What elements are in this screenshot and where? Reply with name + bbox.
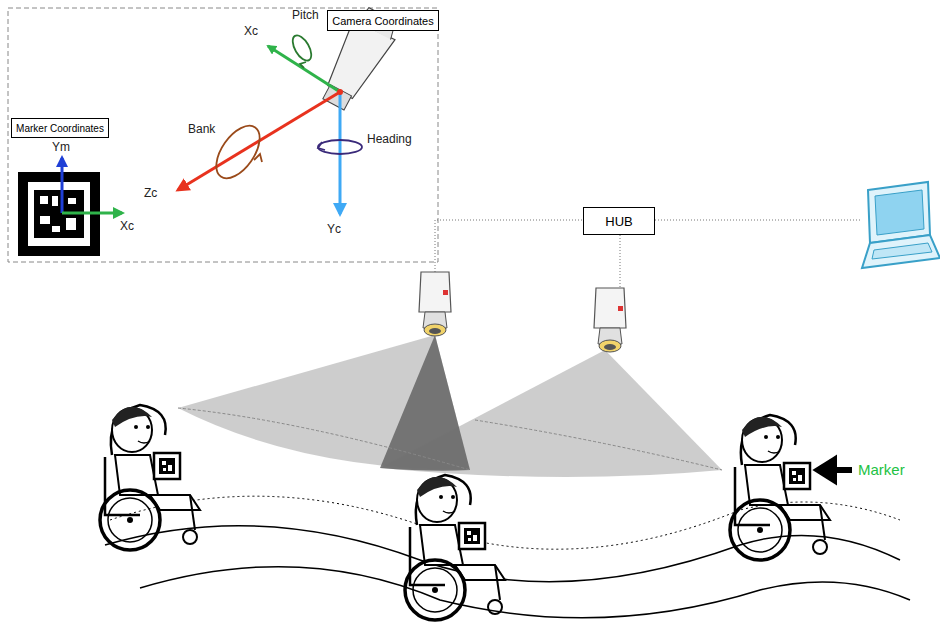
- axis-label: Xc: [120, 219, 134, 233]
- axis-label: Ym: [52, 140, 70, 154]
- hub-box: HUB: [583, 207, 655, 235]
- box-title: HUB: [605, 214, 632, 229]
- axis-label: Pitch: [292, 8, 319, 22]
- inset-title-box: Marker Coordinates: [11, 118, 109, 138]
- inset-title-box: Camera Coordinates: [327, 10, 439, 31]
- axis-label: Bank: [188, 122, 215, 136]
- box-title: Marker Coordinates: [16, 123, 104, 134]
- callout-label: Marker: [858, 461, 905, 478]
- axis-label: Heading: [367, 132, 412, 146]
- axis-label: Yc: [327, 222, 341, 236]
- axis-label: Zc: [144, 186, 157, 200]
- box-title: Camera Coordinates: [332, 15, 434, 27]
- axis-label: Xc: [244, 24, 258, 38]
